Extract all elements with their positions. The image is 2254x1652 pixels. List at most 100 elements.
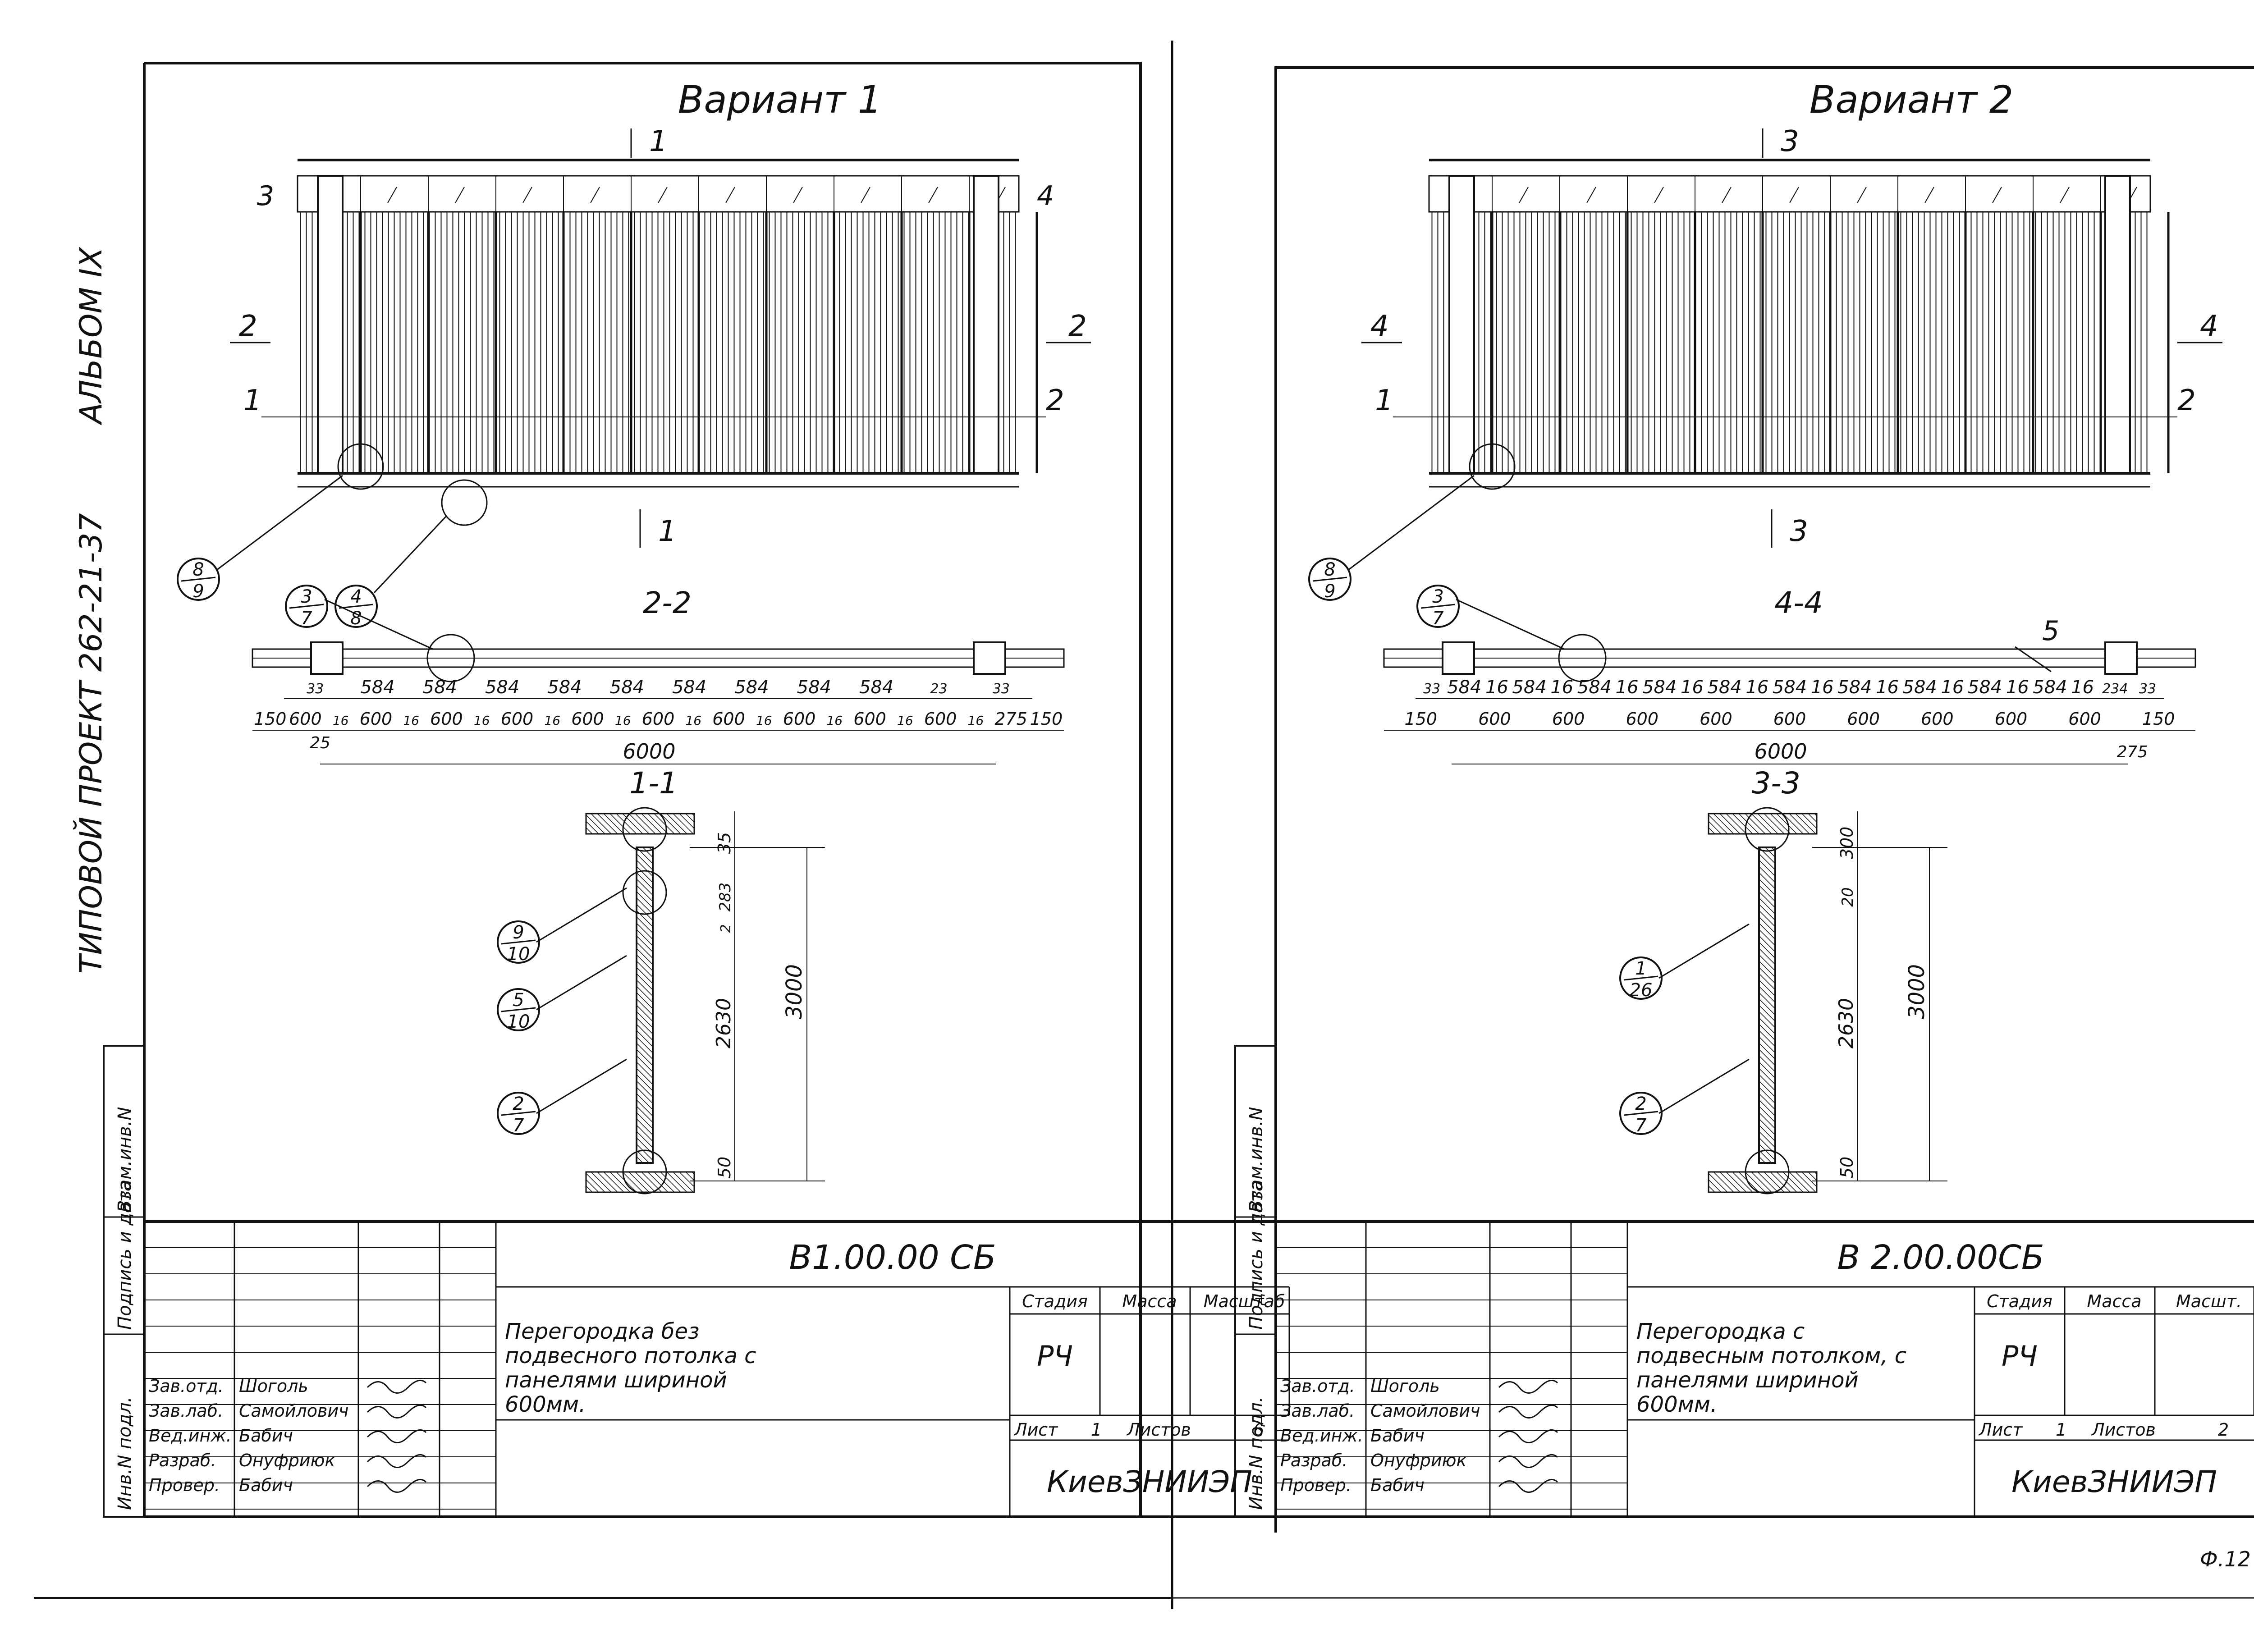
cross-line [1759,998,1776,1016]
cross-line [1708,1173,1728,1193]
callout-a: 89 [1308,558,1351,602]
cross-line [636,979,653,997]
signature-mark [367,1478,427,1493]
vdim-bottom: 50 [1837,1157,1857,1178]
dim-row2-value: 600 [501,709,534,729]
dim-row2-value: 16 [826,713,843,728]
section-callout-leader [536,1058,627,1114]
cross-line [636,1144,653,1161]
section-callout: 27 [1619,1092,1663,1136]
dim-row1-value: 584 [360,677,394,698]
callout-c-leader [1456,599,1565,650]
stage-header: Масса [1122,1291,1177,1311]
signature-name: Бабич [1370,1475,1425,1495]
vdim-top: 35 [715,832,734,854]
cross-line [679,813,695,829]
section-callout-leader [536,887,627,943]
callout-top: 3 [1432,586,1443,607]
section-callout: 27 [497,1092,540,1136]
dim-row1-value: 584 [672,677,706,698]
cross-line [1708,821,1722,834]
section-callout-leader [536,955,627,1011]
cross-line [636,866,653,883]
dim-row2-value: 600 [1478,709,1511,729]
plan-post-left [310,641,344,675]
signature-role: Зав.лаб. [1280,1401,1355,1421]
cross-line [636,1125,653,1142]
stage-header: Масшт. [2176,1291,2242,1311]
cross-line [1801,1172,1817,1187]
cross-line [1789,813,1810,834]
description-line: подвесным потолком, с [1636,1343,1906,1368]
cross-line [1759,910,1776,927]
cross-line [636,942,653,959]
signature-mark [1498,1429,1558,1443]
signature-name: Бабич [239,1426,293,1446]
edge-mark-right: 4 [1037,180,1054,212]
dim-row2-value: 600 [1626,709,1658,729]
left-post [1448,175,1475,474]
cross-line [647,813,669,834]
cross-line [1759,860,1776,877]
cross-line [636,897,653,915]
cross-line [597,813,618,834]
section-bottom-circle [1745,1149,1790,1194]
stage-header: Стадия [1987,1291,2052,1311]
cross-line [660,1172,681,1193]
stage-value: РЧ [2002,1340,2038,1373]
dim-row2-value: 600 [289,709,322,729]
dim-row1-value: 16 [1681,677,1704,698]
cross-line [1814,813,1817,816]
cross-line [666,1172,687,1193]
callout-top: 5 [513,990,524,1011]
section-mark-right: 4 [2200,310,2218,343]
upper-strip-tick [658,187,668,203]
upper-strip-tick [1924,187,1934,203]
cross-line [636,1131,653,1148]
signature-mark [1498,1404,1558,1419]
sheets-label: Листов [2091,1420,2156,1440]
cross-line [642,847,653,858]
dim-row2-value: 16 [756,713,772,728]
signature-role: Провер. [149,1475,220,1495]
signature-name: Шоголь [1370,1376,1440,1396]
upper-strip [1428,175,2151,213]
callout-top: 2 [513,1094,524,1114]
cross-line [1759,935,1776,952]
cross-line [636,1112,653,1129]
cross-line [1759,973,1776,990]
callout-bottom: 8 [350,608,362,629]
cross-line [636,1080,653,1098]
plan-post-right [973,641,1006,675]
cross-line [1757,813,1778,834]
callout-bottom: 7 [1635,1115,1647,1136]
stamp-inv-label: Инв.N подл. [1246,1396,1267,1510]
slab-bottom [1708,1171,1818,1193]
cross-line [649,847,653,851]
cross-line [636,954,653,971]
sheet-no: 1 [1091,1420,1102,1440]
cross-line [1759,1087,1776,1104]
cross-line [1732,813,1753,834]
stamp-column [1234,1045,1277,1518]
dim-row2-value: 600 [2068,709,2101,729]
axis-left-label: 1 [1375,384,1393,417]
cross-line [647,1172,669,1193]
signature-name: Самойлович [239,1401,349,1421]
dim-row1-value: 16 [1616,677,1639,698]
cross-line [628,1172,650,1193]
cross-line [1759,1093,1776,1110]
cross-line [1759,1011,1776,1028]
page-mark: Ф.12 [2200,1547,2251,1571]
cross-line [586,1173,605,1193]
signature-name: Онуфриюк [1370,1451,1467,1470]
title-block: Зав.отд.ШогольЗав.лаб.СамойловичВед.инж.… [103,1045,1290,1518]
cross-line [1759,1049,1776,1066]
callout-bottom: 9 [192,581,204,602]
stage-header: Масса [2087,1291,2141,1311]
callout-a-target [1469,443,1516,490]
signature-name: Шоголь [239,1376,308,1396]
dim-row2-value: 16 [403,713,419,728]
